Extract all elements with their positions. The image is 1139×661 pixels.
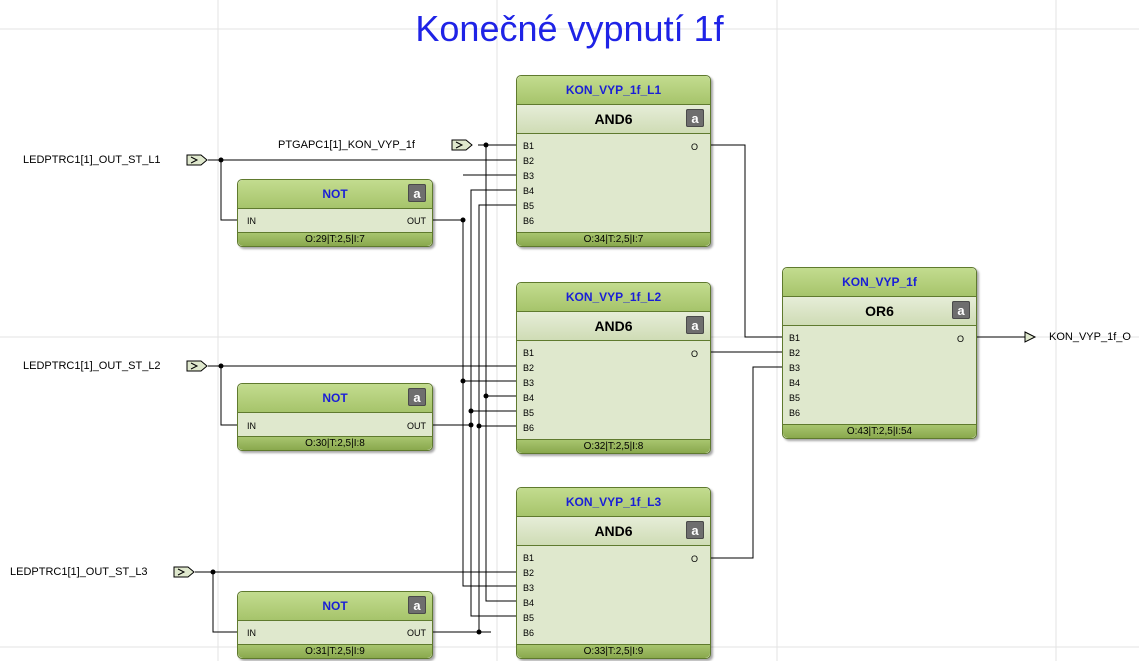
pin-b4: B4 [523, 186, 535, 196]
pin-b6: B6 [523, 216, 535, 226]
input-label-l2: LEDPTRC1[1]_OUT_ST_L2 [23, 360, 161, 372]
pin-out: OUT [407, 421, 426, 431]
input-label-l3: LEDPTRC1[1]_OUT_ST_L3 [10, 566, 148, 578]
pin-b3: B3 [523, 378, 535, 388]
pin-b2: B2 [523, 156, 535, 166]
wire-and1-or [709, 144, 782, 338]
pin-b4: B4 [523, 393, 535, 403]
block-footer: O:30|T:2,5|I:8 [238, 436, 432, 450]
pin-b1: B1 [523, 553, 535, 563]
padlock-icon[interactable]: a [686, 521, 704, 539]
pin-out: OUT [407, 628, 426, 638]
diagram-title: Konečné vypnutí 1f [415, 8, 724, 49]
input-label-l1: LEDPTRC1[1]_OUT_ST_L1 [23, 154, 161, 166]
wire-l1-not1 [220, 160, 237, 221]
pin-b4: B4 [789, 378, 801, 388]
wires [195, 144, 1025, 633]
block-header: NOT a [238, 384, 432, 413]
pin-b3: B3 [523, 171, 535, 181]
not-block-2[interactable]: NOT a IN OUT O:30|T:2,5|I:8 [237, 383, 433, 451]
pin-out: O [956, 334, 964, 344]
pin-out: OUT [407, 216, 426, 226]
pin-out: O [690, 349, 698, 359]
wire-ptg-and2 [485, 145, 516, 397]
pin-b6: B6 [789, 408, 801, 418]
block-type: AND6 [594, 318, 633, 334]
pin-b2: B2 [523, 568, 535, 578]
block-type-row: AND6 a [517, 517, 710, 546]
wire-ptg-and3 [485, 396, 516, 602]
block-type: OR6 [865, 303, 894, 319]
block-name: KON_VYP_1f [783, 268, 976, 297]
pin-in: IN [247, 216, 256, 226]
output-arrow [1024, 331, 1037, 343]
block-header: NOT a [238, 180, 432, 209]
wire-l2-not2 [220, 366, 237, 426]
block-footer: O:43|T:2,5|I:54 [783, 424, 976, 438]
pin-out: O [690, 554, 698, 564]
pin-in: IN [247, 628, 256, 638]
pin-in: IN [247, 421, 256, 431]
block-type: NOT [322, 599, 348, 613]
pin-b3: B3 [523, 583, 535, 593]
pin-b2: B2 [523, 363, 535, 373]
pin-b1: B1 [523, 141, 535, 151]
padlock-icon[interactable]: a [952, 301, 970, 319]
output-label: KON_VYP_1f_O [1049, 331, 1131, 343]
padlock-icon[interactable]: a [408, 388, 426, 406]
wire-not2-out [432, 189, 516, 426]
block-name: KON_VYP_1f_L1 [517, 76, 710, 105]
not-block-1[interactable]: NOT a IN OUT O:29|T:2,5|I:7 [237, 179, 433, 247]
block-type-row: OR6 a [783, 297, 976, 326]
wire-not1-out [432, 219, 516, 382]
block-type: AND6 [594, 523, 633, 539]
block-footer: O:29|T:2,5|I:7 [238, 232, 432, 246]
pin-b1: B1 [523, 348, 535, 358]
padlock-icon[interactable]: a [408, 596, 426, 614]
pin-b5: B5 [789, 393, 801, 403]
input-label-ptg: PTGAPC1[1]_KON_VYP_1f [278, 139, 415, 151]
block-footer: O:32|T:2,5|I:8 [517, 439, 710, 453]
pin-b3: B3 [789, 363, 801, 373]
block-type: NOT [322, 187, 348, 201]
pin-out: O [690, 142, 698, 152]
block-footer: O:33|T:2,5|I:9 [517, 644, 710, 658]
block-type: AND6 [594, 111, 633, 127]
padlock-icon[interactable]: a [686, 109, 704, 127]
junctions [210, 142, 489, 635]
block-header: NOT a [238, 592, 432, 621]
block-type: NOT [322, 391, 348, 405]
block-footer: O:31|T:2,5|I:9 [238, 644, 432, 658]
padlock-icon[interactable]: a [686, 316, 704, 334]
not-block-3[interactable]: NOT a IN OUT O:31|T:2,5|I:9 [237, 591, 433, 659]
block-type-row: AND6 a [517, 312, 710, 341]
wire-and3-or [709, 366, 782, 559]
wire-l3-not3 [212, 572, 237, 633]
block-name: KON_VYP_1f_L2 [517, 283, 710, 312]
pin-b1: B1 [789, 333, 801, 343]
block-type-row: AND6 a [517, 105, 710, 134]
pin-b4: B4 [523, 598, 535, 608]
pin-b5: B5 [523, 408, 535, 418]
pin-b5: B5 [523, 613, 535, 623]
block-footer: O:34|T:2,5|I:7 [517, 232, 710, 246]
pin-b2: B2 [789, 348, 801, 358]
pin-b6: B6 [523, 423, 535, 433]
pin-b6: B6 [523, 628, 535, 638]
wire-not3-out [432, 204, 516, 633]
padlock-icon[interactable]: a [408, 184, 426, 202]
pin-b5: B5 [523, 201, 535, 211]
block-name: KON_VYP_1f_L3 [517, 488, 710, 517]
